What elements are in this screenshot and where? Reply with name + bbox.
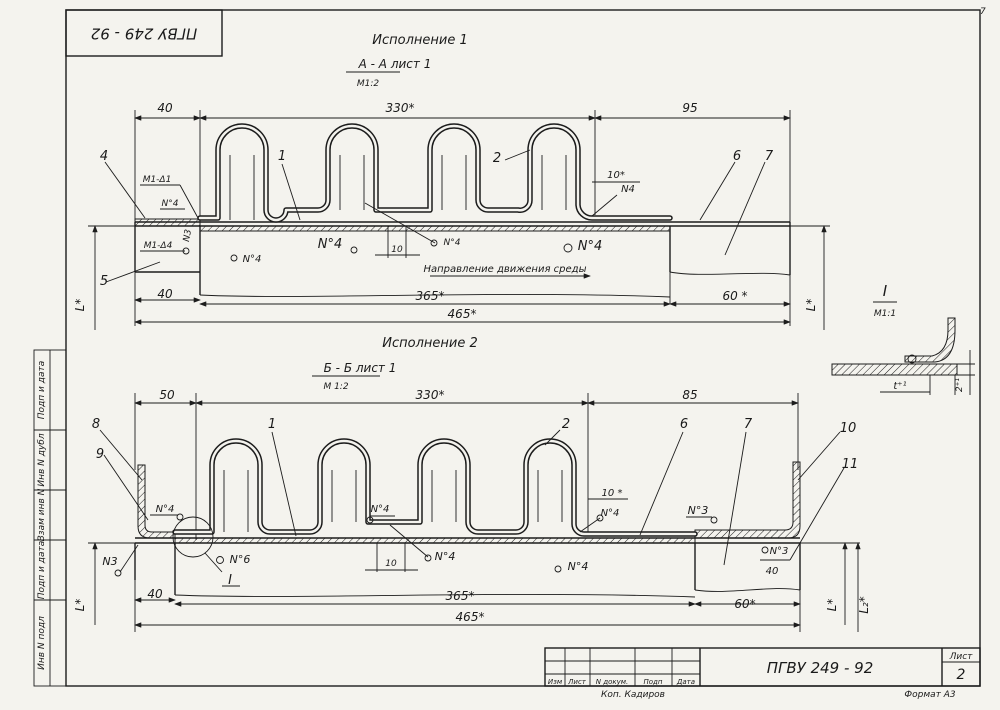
side-stamp-4: Подп и дата <box>37 541 47 599</box>
v1-dim-40-bot: 40 <box>157 287 173 301</box>
v1-part-2: 2 <box>493 151 501 166</box>
v1-dim-465: 465* <box>448 307 477 321</box>
v2-part-8: 8 <box>92 417 100 432</box>
v2-part-7: 7 <box>744 417 753 432</box>
detail-title: I <box>883 282 888 300</box>
tb-col-list: Лист <box>567 678 587 686</box>
v1-weld-n4a: N°4 <box>162 199 179 209</box>
v2-dim-60: 60* <box>734 597 755 611</box>
v1-weld-n4c: N°4 <box>318 237 343 252</box>
v1-section: А - А лист 1 <box>358 57 432 71</box>
v2-part-6: 6 <box>680 417 688 432</box>
v2-dim-10: 10 <box>385 559 397 569</box>
document-code: ПГВУ 249 - 92 <box>767 659 874 677</box>
top-stamp-text: ПГВУ 249 - 92 <box>91 25 198 43</box>
v1-dim-L: L* <box>73 299 87 312</box>
v2-part-9: 9 <box>96 447 104 462</box>
v1-weld-n4d: N°4 <box>444 238 461 248</box>
v2-dim-365: 365* <box>446 589 475 603</box>
v2-dim-40-right: 40 <box>766 566 779 577</box>
side-stamp-5: Инв N подл <box>37 616 47 670</box>
v2-scale: М 1:2 <box>323 382 348 392</box>
v2-dim-L2: L₂* <box>857 596 871 614</box>
v1-flow-label: Направление движения среды <box>424 264 587 275</box>
v2-part-10: 10 <box>840 421 857 436</box>
tb-col-sign: Подп <box>644 678 663 686</box>
v1-dim-10s: 10* <box>607 170 625 181</box>
v1-scale: М1:2 <box>357 79 380 89</box>
v1-title: Исполнение 1 <box>372 33 467 48</box>
detail-scale: М1:1 <box>874 309 896 319</box>
variant-1: Исполнение 1 А - А лист 1 М1:2 40 330* 9… <box>73 33 830 330</box>
v2-weld-n3b: N°3 <box>688 504 709 517</box>
v1-weld-n4e: N°4 <box>578 239 603 254</box>
v1-dim-L-right: L* <box>804 299 818 312</box>
v2-part-2: 2 <box>562 417 570 432</box>
v2-detail-I: I <box>228 573 232 588</box>
v1-part-7: 7 <box>765 149 774 164</box>
drawing-frame <box>65 9 981 687</box>
v2-title: Исполнение 2 <box>382 336 477 351</box>
v1-dim-60: 60 * <box>722 289 747 303</box>
v1-part-6: 6 <box>733 149 741 164</box>
v1-dim-365: 365* <box>416 289 445 303</box>
v2-dim-L: L* <box>73 599 87 612</box>
v1-dim-40-top: 40 <box>157 101 173 115</box>
v2-dim-330: 330* <box>416 388 445 402</box>
v2-section: Б - Б лист 1 <box>324 361 397 375</box>
v2-weld-n4a: N°4 <box>156 504 175 515</box>
detail-I: I М1:1 t⁺¹ 2⁺¹ <box>831 282 975 395</box>
v2-weld-n6: N°6 <box>230 553 251 566</box>
v2-dim-465: 465* <box>456 610 485 624</box>
side-stamp-2: Инв N дубл <box>37 433 47 486</box>
v1-weld-n4b: N°4 <box>243 254 262 265</box>
v1-dim-10: 10 <box>391 245 403 255</box>
sheet-label: Лист <box>949 652 974 662</box>
v2-weld-n3a: N3 <box>102 555 117 568</box>
tb-col-izm: Изм <box>548 678 563 686</box>
side-stamp: Подп и дата Инв N дубл Взам инв N Подп и… <box>33 349 67 687</box>
v2-weld-n4c: N°4 <box>435 550 456 563</box>
top-left-stamp: ПГВУ 249 - 92 <box>65 9 223 57</box>
v2-dim-50: 50 <box>159 388 175 402</box>
v2-weld-n4d: N°4 <box>568 560 589 573</box>
title-block: Изм Лист N докум. Подп Дата ПГВУ 249 - 9… <box>544 647 981 700</box>
v2-dim-85: 85 <box>682 388 697 402</box>
v1-part-4: 4 <box>100 149 108 164</box>
v2-part-1: 1 <box>268 417 276 432</box>
v1-weld-m1a: М1-Δ1 <box>143 175 172 185</box>
detail-dim-2: 2⁺¹ <box>955 378 965 392</box>
v1-dim-95: 95 <box>682 101 697 115</box>
v2-part-11: 11 <box>842 457 859 472</box>
variant-2: Исполнение 2 Б - Б лист 1 М 1:2 50 330* … <box>73 336 871 632</box>
v2-weld-n3c: N°3 <box>770 546 789 557</box>
page-number: 7 <box>980 7 986 17</box>
v1-part-5: 5 <box>100 274 108 289</box>
v1-weld-n4f: N4 <box>621 184 635 195</box>
v2-dim-40-bot: 40 <box>147 587 163 601</box>
v1-weld-n3: N3 <box>182 228 194 242</box>
tb-col-doc: N докум. <box>596 678 628 686</box>
v2-dim-L-right: L* <box>825 599 839 612</box>
v1-weld-m1b: М1-Δ4 <box>144 241 173 251</box>
side-stamp-1: Подп и дата <box>37 361 47 419</box>
detail-dim-t: t⁺¹ <box>893 381 906 392</box>
sheet-format: Формат А3 <box>904 690 956 700</box>
v1-dim-330: 330* <box>386 101 415 115</box>
copied-by: Коп. Кадиров <box>601 690 665 700</box>
v2-weld-n4b: N°4 <box>371 504 390 515</box>
sheet-number: 2 <box>957 667 966 683</box>
side-stamp-3: Взам инв N <box>37 488 47 541</box>
v2-weld-n4e: N°4 <box>601 508 620 519</box>
v2-dim-10s: 10 * <box>602 488 623 499</box>
v1-part-1: 1 <box>278 149 286 164</box>
tb-col-date: Дата <box>676 678 695 686</box>
